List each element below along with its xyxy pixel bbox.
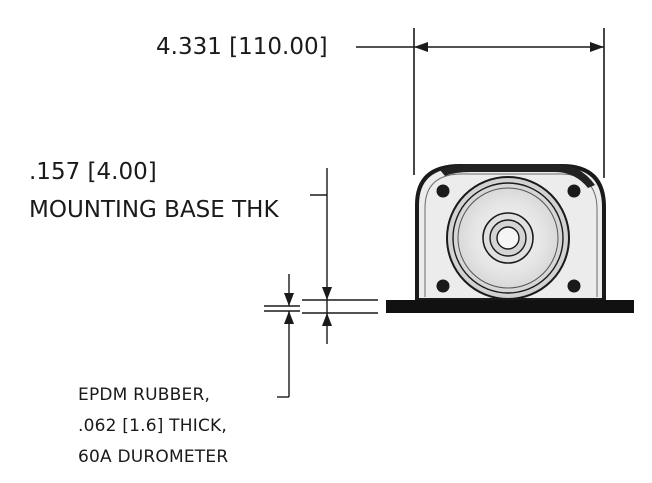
housing-top-band <box>440 164 595 188</box>
base-thickness-dimension <box>302 168 378 344</box>
mounting-hole-bottom-left <box>436 279 450 293</box>
rubber-note-line-1: EPDM RUBBER, <box>78 385 211 405</box>
housing-inner-outline <box>424 173 598 297</box>
mounting-hole-top-left <box>436 184 450 198</box>
base-arrow-up <box>322 313 332 326</box>
base-thickness-value: .157 [4.00] <box>29 159 157 185</box>
disc-ring-2 <box>452 182 564 294</box>
overall-width-label: 4.331 [110.00] <box>156 34 328 60</box>
base-thickness-label: MOUNTING BASE THK <box>29 197 279 223</box>
rubber-thickness-dimension <box>264 274 300 398</box>
disc-center-bore <box>496 226 520 250</box>
mounting-base-plate <box>386 300 634 313</box>
mounting-hole-bottom-right <box>567 279 581 293</box>
isolator-disc <box>446 176 570 300</box>
disc-ring-3 <box>457 187 559 289</box>
width-arrow-right <box>590 42 604 52</box>
mounting-hole-top-right <box>567 184 581 198</box>
rubber-arrow-up <box>284 311 294 324</box>
width-arrow-left <box>414 42 428 52</box>
base-arrow-down <box>322 287 332 300</box>
mounting-holes <box>436 184 581 293</box>
rubber-note-line-3: 60A DUROMETER <box>78 447 229 467</box>
width-dimension <box>356 28 605 178</box>
rubber-arrow-down <box>284 293 294 306</box>
rubber-note-line-2: .062 [1.6] THICK, <box>78 416 227 436</box>
